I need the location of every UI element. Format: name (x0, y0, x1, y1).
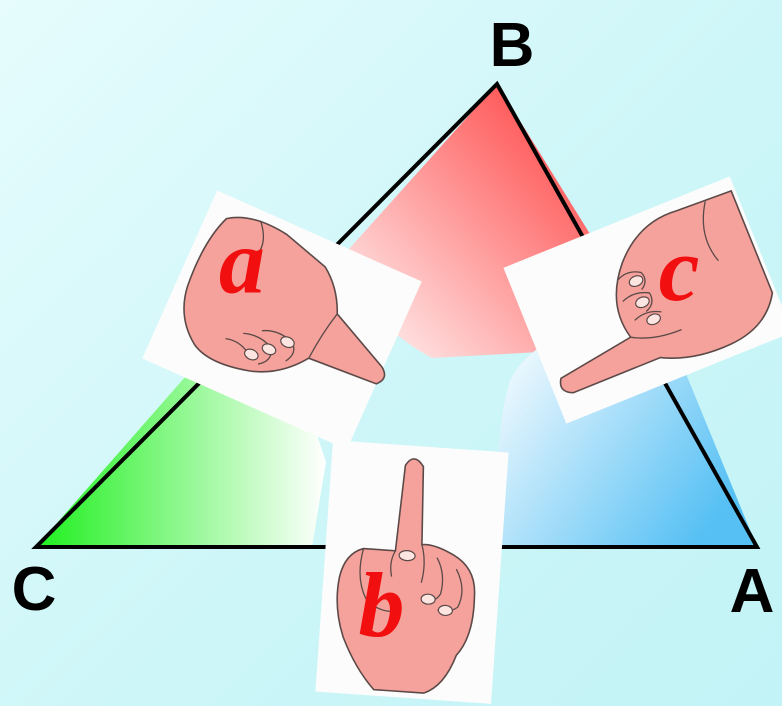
card-c: c (503, 176, 782, 424)
hand-pointing-up-icon (336, 458, 476, 694)
card-letter-b: b (359, 554, 405, 656)
vertex-label-b: B (490, 11, 535, 80)
hand-pointing-right-icon (183, 216, 386, 385)
card-a: a (142, 190, 422, 450)
vertex-label-a: A (730, 557, 775, 626)
vertex-label-c: C (12, 555, 57, 624)
card-b: b (315, 440, 509, 704)
hand-pointing-left-icon (559, 189, 774, 394)
card-letter-c: c (659, 218, 700, 320)
card-letter-a: a (219, 211, 265, 313)
